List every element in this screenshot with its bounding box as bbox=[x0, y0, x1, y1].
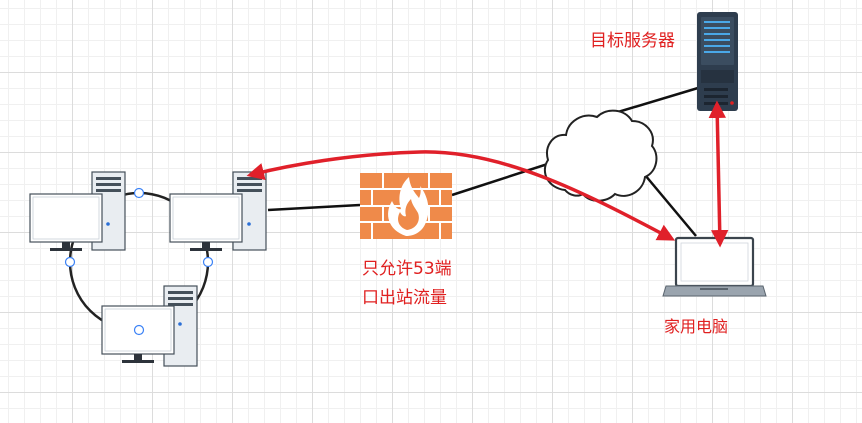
firewall-label-line2: 口出站流量 bbox=[362, 288, 447, 308]
ring-handle-right[interactable] bbox=[202, 256, 214, 268]
link-cloud-to-server bbox=[607, 86, 699, 117]
target-server-label: 目标服务器 bbox=[590, 31, 675, 51]
workstation-right bbox=[169, 171, 267, 251]
firewall-icon bbox=[360, 173, 452, 239]
ring-handles[interactable] bbox=[64, 187, 214, 336]
workstation-bottom bbox=[101, 285, 198, 367]
server-icon bbox=[697, 12, 738, 111]
firewall-label-line1: 只允许53端 bbox=[362, 259, 452, 279]
ring-network bbox=[29, 171, 267, 367]
arrow-laptop-to-workstation bbox=[246, 150, 676, 241]
cloud-icon bbox=[543, 109, 658, 202]
link-pc-to-firewall bbox=[267, 203, 361, 212]
workstation-left bbox=[29, 171, 126, 251]
arrow-server-laptop bbox=[708, 100, 729, 248]
red-arrows bbox=[246, 100, 729, 248]
ring-handle-bottom[interactable] bbox=[133, 324, 145, 336]
laptop-icon bbox=[662, 236, 767, 297]
ring-handle-top[interactable] bbox=[133, 187, 145, 199]
ring-handle-left[interactable] bbox=[64, 256, 76, 268]
home-pc-label: 家用电脑 bbox=[664, 317, 729, 336]
